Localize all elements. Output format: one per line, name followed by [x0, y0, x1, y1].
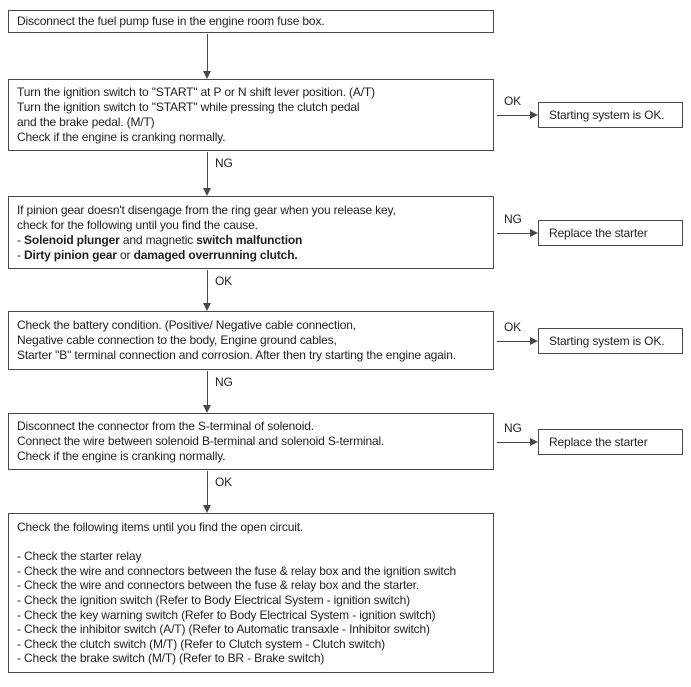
- text-line: - Check the starter relay: [17, 549, 142, 564]
- arrow-head-down-icon: [203, 71, 211, 79]
- side-arrow-2: NG: [497, 212, 538, 238]
- result-label: Starting system is OK.: [549, 108, 665, 122]
- result-label: Replace the starter: [549, 435, 648, 449]
- text-line: [17, 535, 485, 550]
- arrow-head-right-icon: [530, 438, 538, 446]
- down-arrow-3: OK: [203, 270, 232, 311]
- side-arrow-label: OK: [504, 94, 522, 108]
- step-box-disconnect-fuse: Disconnect the fuel pump fuse in the eng…: [8, 10, 494, 33]
- down-arrow-5: OK: [203, 471, 232, 513]
- arrow-head-down-icon: [203, 505, 211, 513]
- result-box-starting-ok-1: Starting system is OK.: [538, 102, 683, 128]
- down-arrow-1: [203, 34, 212, 79]
- arrow-line: [497, 233, 531, 234]
- text-line: Negative cable connection to the body, E…: [17, 333, 337, 347]
- down-arrow-label: OK: [215, 475, 233, 489]
- text-line: Check the battery condition. (Positive/ …: [17, 318, 356, 332]
- text-line: Check if the engine is cranking normally…: [17, 449, 226, 463]
- arrow-head-right-icon: [530, 229, 538, 237]
- arrow-line: [207, 371, 208, 406]
- side-arrow-4: NG: [497, 421, 538, 447]
- down-arrow-label: OK: [215, 274, 233, 288]
- text-line: Disconnect the fuel pump fuse in the eng…: [17, 14, 325, 28]
- arrow-head-right-icon: [530, 111, 538, 119]
- down-arrow-label: NG: [215, 375, 233, 389]
- text-line: - Solenoid plunger and magnetic switch m…: [17, 233, 303, 247]
- text-line: Disconnect the connector from the S-term…: [17, 419, 314, 433]
- down-arrow-label: NG: [215, 156, 233, 170]
- arrow-line: [207, 152, 208, 189]
- result-label: Starting system is OK.: [549, 334, 665, 348]
- step-box-battery-condition: Check the battery condition. (Positive/ …: [8, 311, 494, 370]
- text-line: check for the following until you find t…: [17, 218, 258, 232]
- text-line: Turn the ignition switch to "START" at P…: [17, 85, 375, 99]
- text-line: and the brake pedal. (M/T): [17, 115, 155, 129]
- text-line: Check the following items until you find…: [17, 520, 304, 534]
- step-box-pinion-gear: If pinion gear doesn't disengage from th…: [8, 196, 494, 269]
- step-box-ignition-start: Turn the ignition switch to "START" at P…: [8, 79, 494, 151]
- text-line: Connect the wire between solenoid B-term…: [17, 434, 385, 448]
- down-arrow-2: NG: [203, 152, 233, 196]
- arrow-line: [207, 471, 208, 506]
- arrow-line: [497, 341, 531, 342]
- text-line: - Check the clutch switch (M/T) (Refer t…: [17, 636, 385, 651]
- arrow-head-down-icon: [203, 405, 211, 413]
- result-label: Replace the starter: [549, 226, 648, 240]
- arrow-head-right-icon: [530, 337, 538, 345]
- text-line: If pinion gear doesn't disengage from th…: [17, 203, 396, 217]
- text-line: - Check the brake switch (M/T) (Refer to…: [17, 651, 325, 666]
- result-box-starting-ok-2: Starting system is OK.: [538, 328, 683, 354]
- arrow-head-down-icon: [203, 188, 211, 196]
- step-box-solenoid-terminal: Disconnect the connector from the S-term…: [8, 413, 494, 470]
- side-arrow-label: NG: [504, 212, 522, 226]
- arrow-line: [497, 442, 531, 443]
- arrow-head-down-icon: [203, 303, 211, 311]
- text-line: - Dirty pinion gear or damaged overrunni…: [17, 248, 298, 262]
- down-arrow-4: NG: [203, 371, 233, 413]
- text-line: Starter "B" terminal connection and corr…: [17, 348, 456, 362]
- side-arrow-label: OK: [504, 320, 522, 334]
- text-line: Check if the engine is cranking normally…: [17, 130, 226, 144]
- side-arrow-3: OK: [497, 320, 538, 346]
- arrow-line: [207, 270, 208, 304]
- text-line: - Check the ignition switch (Refer to Bo…: [17, 592, 410, 607]
- step-box-open-circuit-checks: Check the following items until you find…: [8, 513, 494, 673]
- text-line: - Check the wire and connectors between …: [17, 578, 420, 593]
- text-line: - Check the inhibitor switch (A/T) (Refe…: [17, 622, 430, 637]
- arrow-line: [497, 115, 531, 116]
- side-arrow-label: NG: [504, 421, 522, 435]
- text-line: - Check the wire and connectors between …: [17, 563, 456, 578]
- side-arrow-1: OK: [497, 94, 538, 120]
- result-box-replace-starter-1: Replace the starter: [538, 220, 683, 246]
- text-line: Turn the ignition switch to "START" whil…: [17, 100, 360, 114]
- arrow-line: [207, 34, 208, 72]
- text-line: - Check the key warning switch (Refer to…: [17, 607, 436, 622]
- result-box-replace-starter-2: Replace the starter: [538, 429, 683, 455]
